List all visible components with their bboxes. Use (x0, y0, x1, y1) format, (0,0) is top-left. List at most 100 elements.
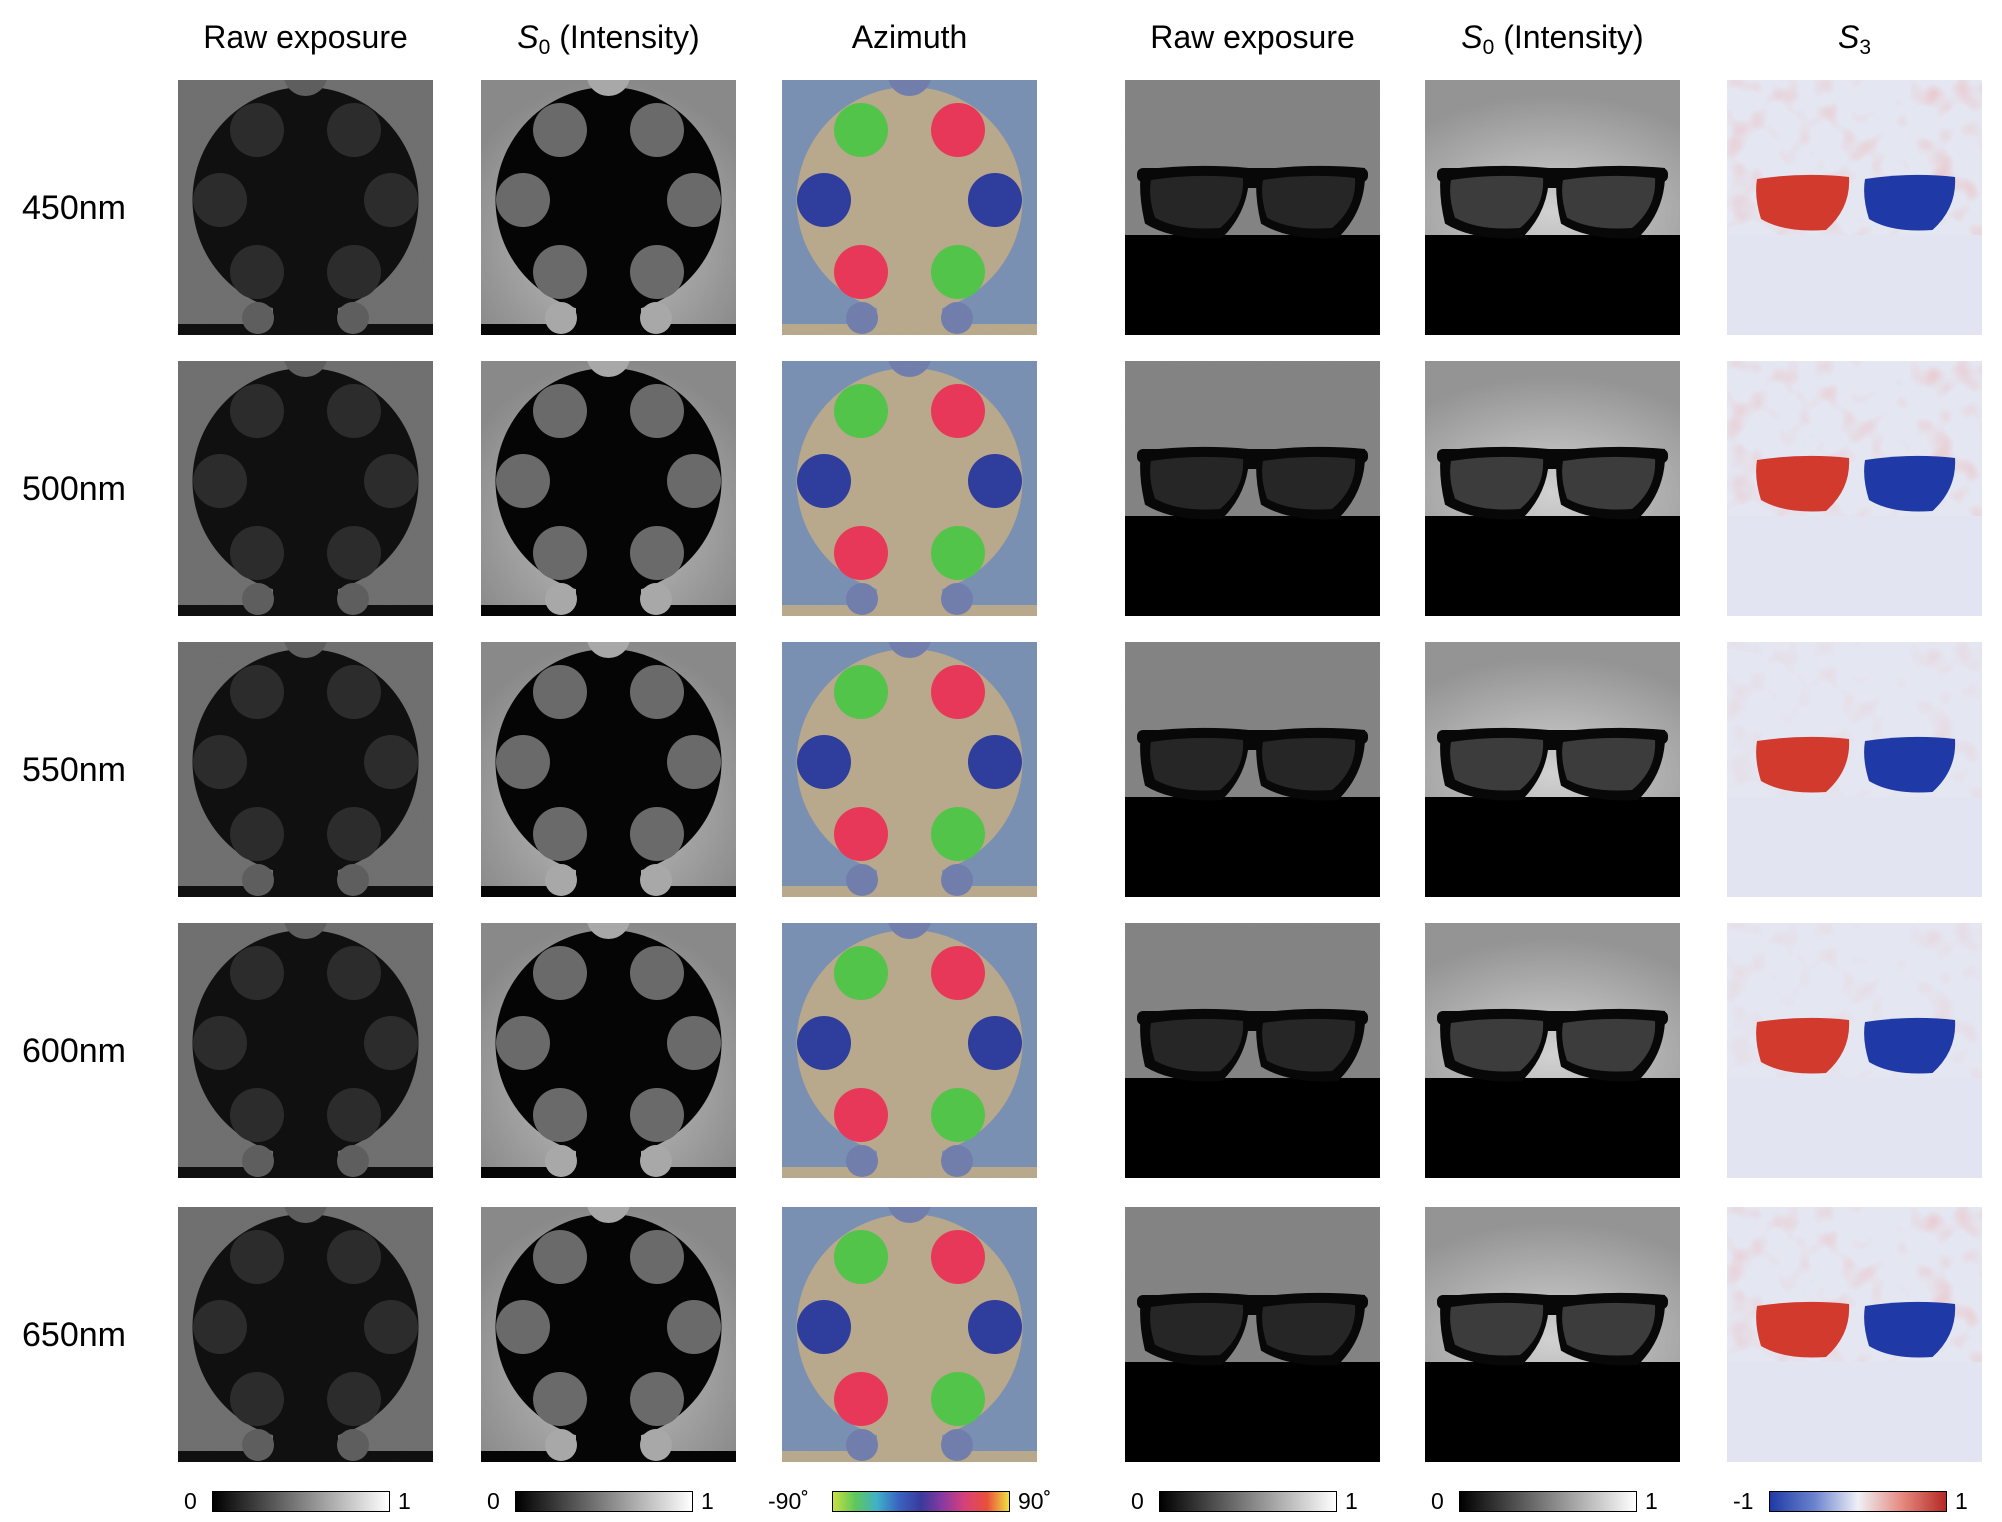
polarizer-spot (931, 1088, 985, 1142)
polarizer-spot (630, 946, 684, 1000)
polarizer-spot (533, 103, 587, 157)
polarizer-spot (797, 1300, 851, 1354)
column-title: Raw exposure (136, 19, 476, 55)
right-lens (1864, 736, 1956, 793)
stokes-symbol: S3 (1837, 19, 1872, 59)
polarizer-spot (968, 454, 1022, 508)
column-title-text: Raw exposure (203, 19, 408, 55)
polarizer-spot (931, 245, 985, 299)
s0-glasses-image (1425, 361, 1680, 616)
raw-glasses-image (1125, 80, 1380, 335)
left-lens (1756, 1017, 1850, 1074)
s0-glasses-image (1425, 642, 1680, 897)
right-lens (1864, 1017, 1956, 1074)
polarizer-spot (533, 665, 587, 719)
polarizer-spot (667, 454, 721, 508)
colorbar-max-label: 1 (1955, 1488, 1968, 1514)
polarizer-spot (797, 1016, 851, 1070)
polarizer-spot (533, 807, 587, 861)
colorbar (1159, 1491, 1337, 1512)
polarizer-spot (834, 1088, 888, 1142)
left-lens (1756, 736, 1850, 793)
raw-glasses-image (1125, 1207, 1380, 1462)
polarizer-spot (533, 1372, 587, 1426)
polarizer-spot (968, 1300, 1022, 1354)
polarizer-spot (931, 946, 985, 1000)
right-lens (1864, 1301, 1956, 1358)
polarizer-spot (533, 245, 587, 299)
wavelength-label: 450nm (22, 188, 126, 227)
s3-glasses-image (1727, 642, 1982, 897)
column-title-text: Azimuth (851, 19, 968, 55)
azimuth-disc-image (782, 642, 1037, 897)
polarizer-spot (931, 807, 985, 861)
stokes-subscript: 3 (1859, 36, 1872, 59)
column-title-text: (Intensity) (1494, 19, 1644, 55)
polarizer-spot (968, 1016, 1022, 1070)
colorbar (515, 1491, 693, 1512)
polarizer-spot (667, 735, 721, 789)
polarizer-spot (630, 384, 684, 438)
wavelength-label: 650nm (22, 1315, 126, 1354)
polarizer-spot (667, 1300, 721, 1354)
stokes-symbol: S0 (517, 19, 551, 59)
colorbar-min-label: -1 (1733, 1488, 1754, 1514)
column-title: S3 (1685, 19, 2002, 66)
polarizer-spot (834, 946, 888, 1000)
polarizer-spot (496, 1016, 550, 1070)
polarizer-spot (797, 173, 851, 227)
polarizer-spot (630, 1230, 684, 1284)
polarizer-spot (667, 1016, 721, 1070)
colorbar-max-label: 1 (398, 1488, 411, 1514)
polarizer-spot (630, 526, 684, 580)
column-title: S0 (Intensity) (1383, 19, 1723, 66)
column-title-text: Raw exposure (1150, 19, 1355, 55)
raw-disc-image (178, 1207, 433, 1462)
azimuth-disc-image (782, 1207, 1037, 1462)
s0-glasses-image (1425, 1207, 1680, 1462)
s0-disc-image (481, 923, 736, 1178)
polarizer-spot (630, 245, 684, 299)
raw-disc-image (178, 642, 433, 897)
polarizer-spot (533, 526, 587, 580)
raw-glasses-image (1125, 361, 1380, 616)
right-lens (1864, 455, 1956, 512)
left-lens (1756, 174, 1850, 231)
polarizer-spot (630, 807, 684, 861)
polarizer-spot (533, 1230, 587, 1284)
colorbar-min-label: 0 (487, 1488, 500, 1514)
polarizer-spot (797, 735, 851, 789)
polarizer-spot (630, 1372, 684, 1426)
column-title: S0 (Intensity) (439, 19, 779, 66)
polarizer-spot (931, 1372, 985, 1426)
s0-disc-image (481, 1207, 736, 1462)
colorbar-min-label: 0 (1431, 1488, 1444, 1514)
polarizer-spot (968, 735, 1022, 789)
colorbar-min-label: 0 (184, 1488, 197, 1514)
polarizer-spot (496, 1300, 550, 1354)
polarizer-spot (834, 526, 888, 580)
polarizer-spot (630, 665, 684, 719)
s3-glasses-image (1727, 80, 1982, 335)
s0-glasses-image (1425, 923, 1680, 1178)
s0-disc-image (481, 80, 736, 335)
polarizer-spot (931, 1230, 985, 1284)
left-lens (1756, 455, 1850, 512)
polarizer-spot (931, 526, 985, 580)
raw-disc-image (178, 80, 433, 335)
polarizer-spot (931, 103, 985, 157)
polarizer-spot (630, 1088, 684, 1142)
column-title: Raw exposure (1083, 19, 1423, 55)
polarizer-spot (630, 103, 684, 157)
polarizer-spot (834, 1230, 888, 1284)
polarizer-spot (834, 1372, 888, 1426)
wavelength-label: 600nm (22, 1031, 126, 1070)
polarizer-spot (834, 103, 888, 157)
wavelength-label: 500nm (22, 469, 126, 508)
polarizer-spot (533, 384, 587, 438)
left-lens (1756, 1301, 1850, 1358)
wavelength-label: 550nm (22, 750, 126, 789)
s3-glasses-image (1727, 923, 1982, 1178)
polarizer-spot (931, 665, 985, 719)
s0-disc-image (481, 361, 736, 616)
